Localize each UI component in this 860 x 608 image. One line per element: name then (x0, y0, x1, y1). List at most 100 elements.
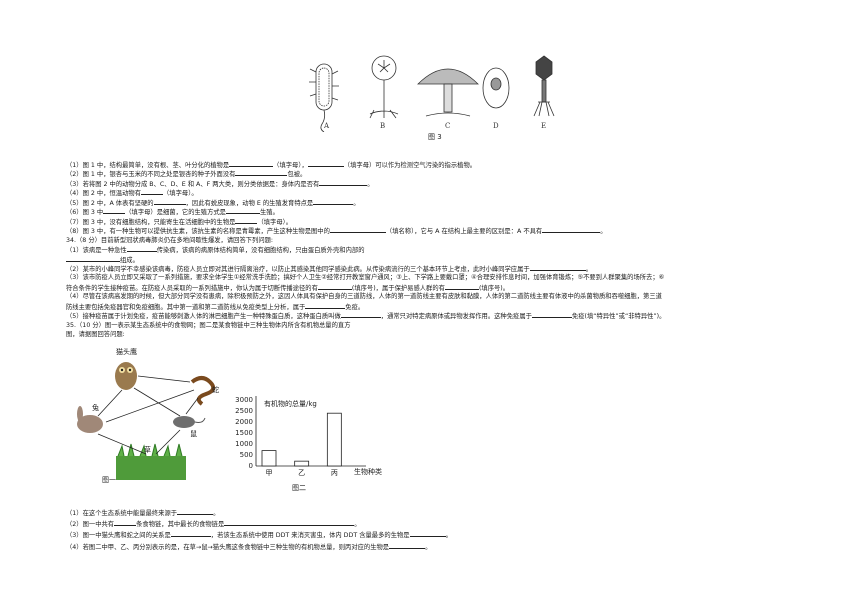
answer-blank[interactable] (224, 519, 355, 527)
question-text: 。 (600, 228, 607, 236)
question-text: （3）该市防疫人员立即又采取了一系列措施，要求全体学生①经常洗手洗脸；搞好个人卫… (66, 274, 665, 282)
bar-category-label: 丙 (331, 469, 338, 477)
answer-blank[interactable] (229, 160, 274, 167)
snake-drawing (190, 376, 216, 406)
bar-chart-bars (261, 412, 342, 467)
answer-blank[interactable] (66, 255, 120, 262)
question-text: （8）图 3 中，有一种生物可以提供抗生素，该抗生素的名称是青霉素，产生这种生物… (66, 228, 330, 236)
answer-blank[interactable] (531, 311, 572, 319)
food-web-caption: 图一 (102, 476, 116, 484)
answer-blank[interactable] (141, 188, 163, 196)
answer-blank[interactable] (114, 519, 137, 527)
question-text: 。 (213, 510, 220, 517)
bar-category-label: 乙 (298, 469, 305, 477)
answer-blank[interactable] (235, 217, 258, 224)
answer-blank[interactable] (389, 542, 426, 549)
question-text: 34.（8 分）目前新型冠状病毒肺炎仍在多地间歇性爆发，请回答下列问题: (66, 236, 274, 244)
question-text: 。 (354, 521, 361, 529)
question-text: 包被。 (287, 171, 307, 179)
question-text: （4）图 2 中，恒温动物有 (66, 190, 141, 198)
food-web-figure: 猫头鹰 蛇 兔 鼠 草 图一 (62, 344, 242, 484)
grass-label: 草 (144, 445, 151, 454)
answer-blank[interactable] (529, 264, 586, 271)
question-line-q2: （2）图 1 中，银杏与玉米的不同之处是银杏的种子外面没有 包被。 (66, 169, 306, 179)
question-text: （4）若图二中甲、乙、丙分别表示的是，在草→鼠→猫头鹰这条食物链中三种生物的有机… (66, 543, 390, 551)
answer-blank[interactable] (329, 226, 386, 234)
bar-乙 (294, 460, 310, 467)
bar-chart-tick-label: 2500 (235, 407, 253, 415)
answer-blank[interactable] (177, 508, 214, 515)
bar-丙 (326, 412, 342, 467)
question-line-q4: （4）图 2 中，恒温动物有（填字母）。 (66, 188, 198, 198)
bar-chart-tick-label: 1500 (235, 429, 253, 437)
bar-chart-ylabel: 有机物的总量/kg (264, 399, 317, 408)
answer-blank[interactable] (126, 245, 157, 253)
question-text: 条食物链，其中最长的食物链是 (136, 521, 225, 529)
question-line-q35_1: （1）在这个生态系统中能量最终来源于 。 (66, 508, 219, 518)
bar-chart-svg: 050010001500200025003000 甲乙丙 有机物的总量/kg 生… (235, 396, 382, 492)
question-text: （填字母）， (273, 162, 308, 169)
question-line-q34_2: （2）某市的小峰同学不幸感染该病毒，防疫人员立即对其进行隔离治疗，以防止其感染其… (66, 264, 592, 274)
question-line-q34_4b: 防线主要包括免疫器官和免疫细胞。其中第一道和第二道防线从免疫类型上分析，属于 免疫… (66, 302, 364, 312)
answer-blank[interactable] (340, 311, 381, 319)
food-web-diagram: 猫头鹰 蛇 兔 鼠 草 图一 (77, 347, 219, 484)
question-line-q6: （6）图 3 中（填字母）是细菌，它的生殖方式是生殖。 (66, 207, 279, 217)
question-text: 传染病，该病的病原体结构简单，没有细胞结构，只由蛋白质外壳和内部的 (156, 247, 365, 255)
answer-blank[interactable] (153, 198, 186, 205)
answer-blank[interactable] (307, 160, 344, 167)
question-text: （1）在这个生态系统中能量最终来源于 (66, 510, 178, 517)
owl-drawing (115, 362, 137, 390)
snake-label: 蛇 (212, 385, 219, 394)
answer-blank[interactable] (319, 179, 368, 186)
question-text: 。 (425, 543, 432, 551)
mouse-drawing (173, 416, 206, 428)
bar-chart-xlabel: 生物种类 (354, 467, 382, 476)
question-text: （2）图 1 中，银杏与玉米的不同之处是银杏的种子外面没有 (66, 171, 236, 179)
question-text: 。 (585, 265, 592, 273)
figure-3-label-c: C (445, 122, 451, 130)
question-line-q3: （3）若将图 2 中的动物分成 B、C、D、E 和 A、F 两大类，则分类依据是… (66, 179, 374, 189)
question-text: （7）图 3 中，没有细胞结构，只能寄生在活细胞中的生物是 (66, 218, 236, 226)
question-line-q34_3b: 符合条件的学生接种疫苗。在防疫人员采取的一系列措施中，你认为属于切断传播途径的有… (66, 283, 509, 293)
question-text: （5）接种疫苗属于计划免疫，疫苗能够刺激人体的淋巴细胞产生一种特殊蛋白质，这种蛋… (66, 313, 341, 321)
answer-blank[interactable] (225, 207, 260, 215)
bar-chart-categories: 甲乙丙 (266, 469, 338, 477)
question-text: ，因此有蜕皮现象，动物 E 的生殖发育特点是 (185, 199, 314, 207)
answer-blank[interactable] (542, 226, 601, 234)
question-line-q35_4: （4）若图二中甲、乙、丙分别表示的是，在草→鼠→猫头鹰这条食物链中三种生物的有机… (66, 542, 431, 552)
question-text: 防线主要包括免疫器官和免疫细胞。其中第一道和第二道防线从免疫类型上分析，属于 (66, 303, 306, 311)
question-text: 免疫。 (345, 303, 365, 311)
question-line-q34_1b: 组成。 (66, 255, 139, 265)
question-text: （填名称），它与 A 在结构上最主要的区别是：A 不具有 (385, 228, 543, 236)
answer-blank[interactable] (444, 283, 479, 290)
question-line-q8: （8）图 3 中，有一种生物可以提供抗生素，该抗生素的名称是青霉素，产生这种生物… (66, 226, 607, 236)
question-text: 。 (367, 180, 374, 188)
bar-甲 (261, 450, 277, 467)
question-text: （2）某市的小峰同学不幸感染该病毒，防疫人员立即对其进行隔离治疗，以防止其感染其… (66, 265, 530, 273)
answer-blank[interactable] (313, 198, 354, 205)
bar-chart-tick-label: 3000 (235, 396, 253, 404)
question-text: 符合条件的学生接种疫苗。在防疫人员采取的一系列措施中，你认为属于切断传播途径的有 (66, 284, 318, 292)
answer-blank[interactable] (305, 302, 346, 309)
virus-drawing (533, 55, 555, 117)
bar-chart-tick-label: 1000 (235, 440, 253, 448)
question-line-q35_2: （2）图一中共有条食物链，其中最长的食物链是。 (66, 519, 361, 529)
figure-3-label-e: E (541, 122, 547, 130)
question-text: （6）图 3 中 (66, 209, 104, 217)
bacterium-drawing (309, 63, 339, 133)
answer-blank[interactable] (170, 530, 211, 538)
answer-blank[interactable] (103, 207, 126, 215)
mushroom-drawing (417, 68, 479, 117)
figure-3: A B C D E (300, 50, 560, 145)
question-text: （填字母）是细菌，它的生殖方式是 (125, 209, 226, 217)
question-line-q7: （7）图 3 中，没有细胞结构，只能寄生在活细胞中的生物是（填字母）。 (66, 217, 292, 227)
question-text: （1）图 1 中，结构最简单，没有根、茎、叶分化的植物是 (66, 162, 230, 169)
question-line-q35b: 图，请据图回答问题: (66, 330, 125, 339)
question-line-q34_4: （4）尽管在该病高发期的时候，但大部分同学没有患病，除积极预防之外，这因人体具有… (66, 292, 662, 301)
answer-blank[interactable] (317, 283, 352, 290)
answer-blank[interactable] (235, 169, 288, 177)
question-text: 图，请据图回答问题: (66, 331, 125, 339)
answer-blank[interactable] (409, 530, 446, 538)
